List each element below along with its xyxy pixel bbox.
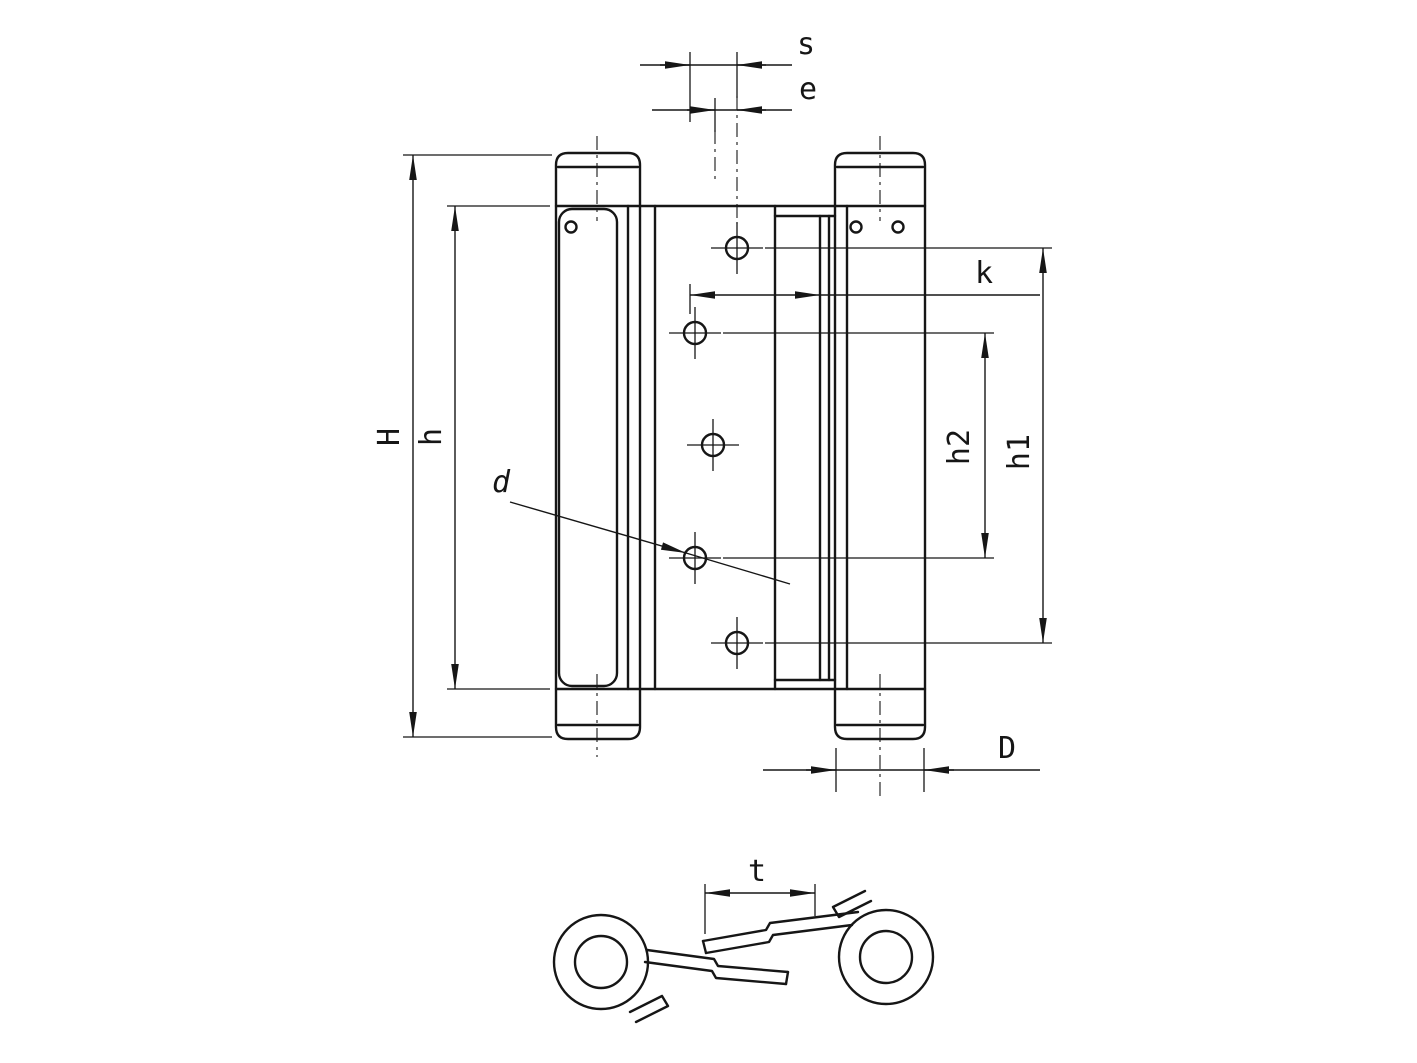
left-barrel-outer-ring — [552, 913, 650, 1011]
dim-label-h: h — [414, 428, 449, 446]
right-barrel-section — [837, 908, 935, 1006]
dimension-h2: h2 — [723, 332, 994, 559]
dimension-t: t — [704, 854, 816, 934]
mounting-hole-2 — [669, 307, 721, 359]
dimension-H: H — [372, 154, 552, 738]
left-leaf-section — [628, 948, 790, 1024]
dim-label-k: k — [975, 256, 993, 291]
front-view — [554, 96, 927, 800]
left-barrel-inner-ring — [573, 934, 629, 990]
left-leaf-outline — [557, 207, 619, 688]
right-leaf-section — [701, 889, 873, 955]
mounting-hole-3 — [687, 419, 739, 471]
left-leaf-screw-hole — [564, 220, 578, 234]
left-barrel-bottom-cap — [554, 687, 642, 741]
right-barrel — [773, 151, 927, 741]
leaf-fork-left — [628, 994, 670, 1024]
right-barrel-top-cap — [833, 151, 927, 208]
dimensions: s e k H — [372, 27, 1052, 792]
dimension-h1: h1 — [765, 247, 1052, 644]
right-barrel-body — [833, 204, 927, 691]
dim-label-t: t — [748, 854, 766, 889]
dimension-D: D — [763, 731, 1040, 792]
dim-label-e: e — [799, 72, 817, 107]
right-barrel-inner-ring — [858, 929, 914, 985]
dimension-k: k — [689, 234, 1040, 314]
section-view: t — [552, 854, 935, 1024]
mounting-hole-4 — [669, 532, 721, 584]
right-leaf-screw-hole-2 — [891, 220, 905, 234]
mounting-hole-5 — [711, 617, 763, 669]
left-barrel — [554, 151, 642, 741]
leaf-fork-right — [831, 889, 873, 919]
mounting-holes — [669, 222, 763, 669]
dimension-h: h — [414, 205, 550, 690]
dimension-d: d — [492, 465, 791, 585]
dim-label-s: s — [797, 27, 815, 62]
dim-label-d: d — [492, 465, 511, 500]
left-barrel-section — [552, 913, 650, 1011]
center-plate — [638, 204, 837, 691]
centerlines — [596, 96, 881, 800]
dim-label-D: D — [998, 731, 1016, 766]
left-barrel-body — [554, 204, 642, 691]
left-barrel-top-cap — [554, 151, 642, 208]
dim-label-h1: h1 — [1002, 434, 1037, 470]
dimension-e: e — [652, 72, 817, 132]
dimension-s: s — [640, 27, 815, 122]
dim-label-H: H — [372, 428, 407, 446]
dim-label-h2: h2 — [942, 429, 977, 465]
right-barrel-outer-ring — [837, 908, 935, 1006]
right-leaf-screw-hole-1 — [849, 220, 863, 234]
mounting-hole-1 — [711, 222, 763, 274]
